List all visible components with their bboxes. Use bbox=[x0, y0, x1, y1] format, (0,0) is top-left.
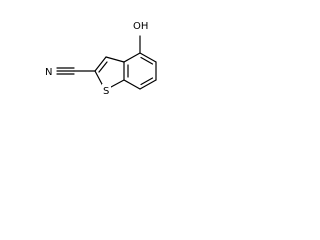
double-bond-c4-c5 bbox=[140, 56, 154, 65]
bond-c3a-c4 bbox=[123, 52, 141, 63]
bond-c3a-c3 bbox=[105, 56, 125, 63]
benzene-ring bbox=[123, 52, 157, 90]
molecule-structure: OH S N bbox=[44, 18, 157, 97]
thiophene-ring bbox=[94, 56, 125, 88]
bond-c6-c7 bbox=[139, 79, 157, 90]
double-bond-c3-c2 bbox=[98, 61, 108, 73]
bond-s1-c7a bbox=[110, 79, 125, 88]
hydroxyl-label: OH bbox=[133, 21, 148, 32]
bond-c4-c5 bbox=[139, 52, 157, 63]
sulfur-label: S bbox=[103, 86, 109, 97]
bond-c2-s1 bbox=[94, 70, 104, 87]
bond-c3-c2 bbox=[94, 56, 107, 72]
structure-canvas: OH S N bbox=[0, 0, 182, 117]
nitrile-group bbox=[56, 67, 96, 75]
double-bond-c6-c7 bbox=[140, 77, 154, 86]
nitrogen-label: N bbox=[45, 67, 52, 78]
bond-c7-c7a bbox=[123, 79, 141, 90]
